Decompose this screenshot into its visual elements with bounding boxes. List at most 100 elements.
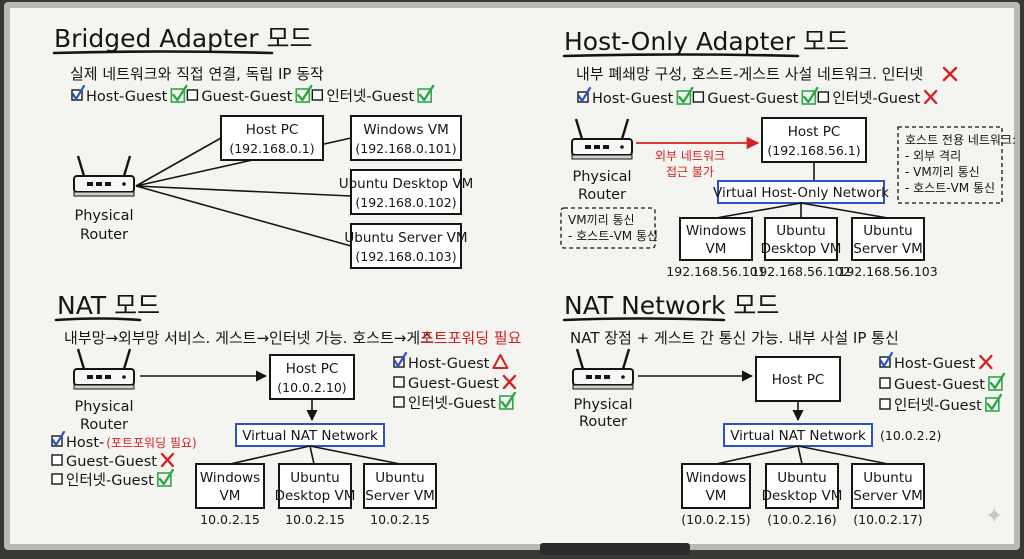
natnet-vm-name: Windows	[686, 470, 746, 486]
cross-icon	[942, 66, 958, 82]
green-check-icon	[157, 468, 175, 487]
empty-box-icon	[393, 376, 405, 388]
green-check-icon	[676, 86, 694, 105]
checked-box-icon	[577, 91, 589, 103]
natnet-desc: NAT 장점 + 게스트 간 통신 가능. 내부 사설 IP 통신	[570, 329, 899, 347]
router-label-1: Physical	[573, 169, 632, 185]
checklist-label: Guest-Guest	[707, 91, 798, 107]
checklist-label: Host-Guest	[592, 91, 674, 107]
hostonly-section: Host-Only Adapter 모드 내부 폐쇄망 구성, 호스트-게스트 …	[560, 27, 1016, 279]
checklist-label: 인터넷-Guest	[66, 472, 154, 489]
note-line: - VM끼리 통신	[905, 165, 980, 179]
blue-check-icon	[577, 86, 592, 103]
bridged-vm-box	[350, 223, 462, 269]
checklist-label: 인터넷-Guest	[408, 395, 496, 412]
checklist-item: Host-Guest	[393, 351, 509, 372]
checklist-label: Host-Guest	[86, 89, 168, 105]
nat-title: NAT 모드	[57, 291, 160, 320]
marker-tray	[540, 543, 690, 555]
checked-box-icon	[71, 89, 83, 101]
empty-box-icon	[311, 89, 324, 101]
bridged-host-name: Host PC	[246, 122, 299, 138]
blue-check-icon	[51, 430, 66, 447]
red-cross-icon	[502, 374, 517, 390]
natnet-vm-ip: (10.0.2.16)	[767, 512, 836, 527]
natnet-vm-box	[765, 463, 839, 509]
blocked-label-1: 외부 네트워크	[655, 149, 725, 163]
router-label-2: Router	[80, 417, 128, 433]
note-line: - 호스트-VM 통신	[568, 229, 658, 243]
hostonly-note-right	[897, 126, 1003, 204]
hostonly-vm-box	[764, 217, 838, 261]
hostonly-vm-ip: 192.168.56.103	[838, 264, 937, 279]
hostonly-network-label: Virtual Host-Only Network	[713, 185, 889, 201]
bridged-vm-ip: (192.168.0.102)	[355, 195, 456, 210]
red-cross-icon	[160, 452, 175, 468]
nat-vm-box	[195, 463, 265, 509]
bridged-vm-box	[350, 115, 462, 161]
checklist-label: Guest-Guest	[201, 89, 292, 105]
nat-section: NAT 모드 내부망→외부망 서비스. 게스트→인터넷 가능. 호스트→게스트 …	[51, 291, 522, 527]
checklist-label: 인터넷-Guest	[832, 90, 920, 107]
nat-title-underline	[54, 317, 142, 322]
checklist-item: 인터넷-Guest	[51, 468, 175, 489]
natnet-vm-ip: (10.0.2.15)	[681, 512, 750, 527]
hostonly-title-underline	[562, 53, 800, 58]
nat-desc-red: 포트포워딩 필요	[420, 329, 522, 347]
checklist-label: Host-	[66, 435, 104, 451]
hostonly-vm-ip: 192.168.56.101	[666, 264, 765, 279]
green-check-icon	[988, 372, 1006, 391]
bridged-checklist: Host-Guest Guest-Guest 인터넷-Guest	[71, 84, 435, 105]
natnet-title: NAT Network 모드	[564, 291, 779, 320]
red-triangle-icon	[492, 354, 509, 369]
nat-host-box	[269, 354, 355, 400]
hostonly-host-name: Host PC	[788, 124, 841, 140]
bridged-vm-box	[350, 169, 462, 215]
hostonly-vm-ip: 192.168.56.102	[751, 264, 850, 279]
sparkle-icon: ✦	[985, 504, 1003, 529]
nat-network-label: Virtual NAT Network	[242, 428, 378, 444]
green-check-icon	[295, 84, 313, 103]
red-cross-icon	[923, 89, 938, 105]
bridged-host-box	[220, 115, 324, 161]
hostonly-vm-name: Ubuntu	[776, 223, 825, 239]
bridged-host-ip: (192.168.0.1)	[229, 141, 314, 156]
empty-box-icon	[879, 377, 891, 389]
nat-vm-name: Desktop VM	[275, 488, 356, 504]
natnet-vm-name: VM	[706, 488, 727, 504]
hostonly-host-ip: (192.168.56.1)	[767, 143, 860, 158]
empty-box-icon	[186, 89, 199, 101]
natnet-vm-name: Server VM	[853, 488, 922, 504]
checklist-label: 인터넷-Guest	[326, 88, 414, 105]
natnet-network-ip: (10.0.2.2)	[880, 428, 941, 443]
empty-box-icon	[817, 91, 830, 103]
nat-vm-name: Server VM	[365, 488, 434, 504]
red-cross-icon	[979, 354, 993, 370]
bridged-vm-name: Ubuntu Desktop VM	[339, 176, 474, 192]
checklist-item: Host-Guest	[879, 351, 993, 372]
checklist-item: 인터넷-Guest	[879, 393, 1003, 414]
checklist-item: Host-(포트포워딩 필요)	[51, 430, 197, 451]
bridged-vm-name: Ubuntu Server VM	[344, 230, 467, 246]
checklist-label: Guest-Guest	[894, 377, 985, 393]
natnet-section: NAT Network 모드 NAT 장점 + 게스트 간 통신 가능. 내부 …	[562, 291, 1006, 527]
checked-box-icon	[879, 356, 891, 368]
hostonly-host-box	[761, 117, 867, 163]
bridged-vm-name: Windows VM	[363, 122, 448, 138]
nat-vm-ip: 10.0.2.15	[285, 512, 345, 527]
hostonly-note-left	[560, 207, 656, 249]
nat-vm-box	[278, 463, 352, 509]
natnet-host-name: Host PC	[772, 372, 825, 388]
board-surface	[10, 8, 1014, 544]
nat-vm-ip: 10.0.2.15	[370, 512, 430, 527]
checklist-item: 인터넷-Guest	[393, 391, 517, 412]
nat-host-name: Host PC	[286, 361, 339, 377]
checklist-item: Guest-Guest	[186, 84, 313, 105]
natnet-vm-ip: (10.0.2.17)	[853, 512, 922, 527]
checklist-label: Host-Guest	[408, 356, 490, 372]
natnet-host-box	[755, 356, 841, 402]
hostonly-vm-name: Desktop VM	[761, 241, 842, 257]
empty-box-icon	[692, 91, 705, 103]
nat-vm-name: Ubuntu	[290, 470, 339, 486]
checklist-item: Guest-Guest	[51, 452, 175, 470]
